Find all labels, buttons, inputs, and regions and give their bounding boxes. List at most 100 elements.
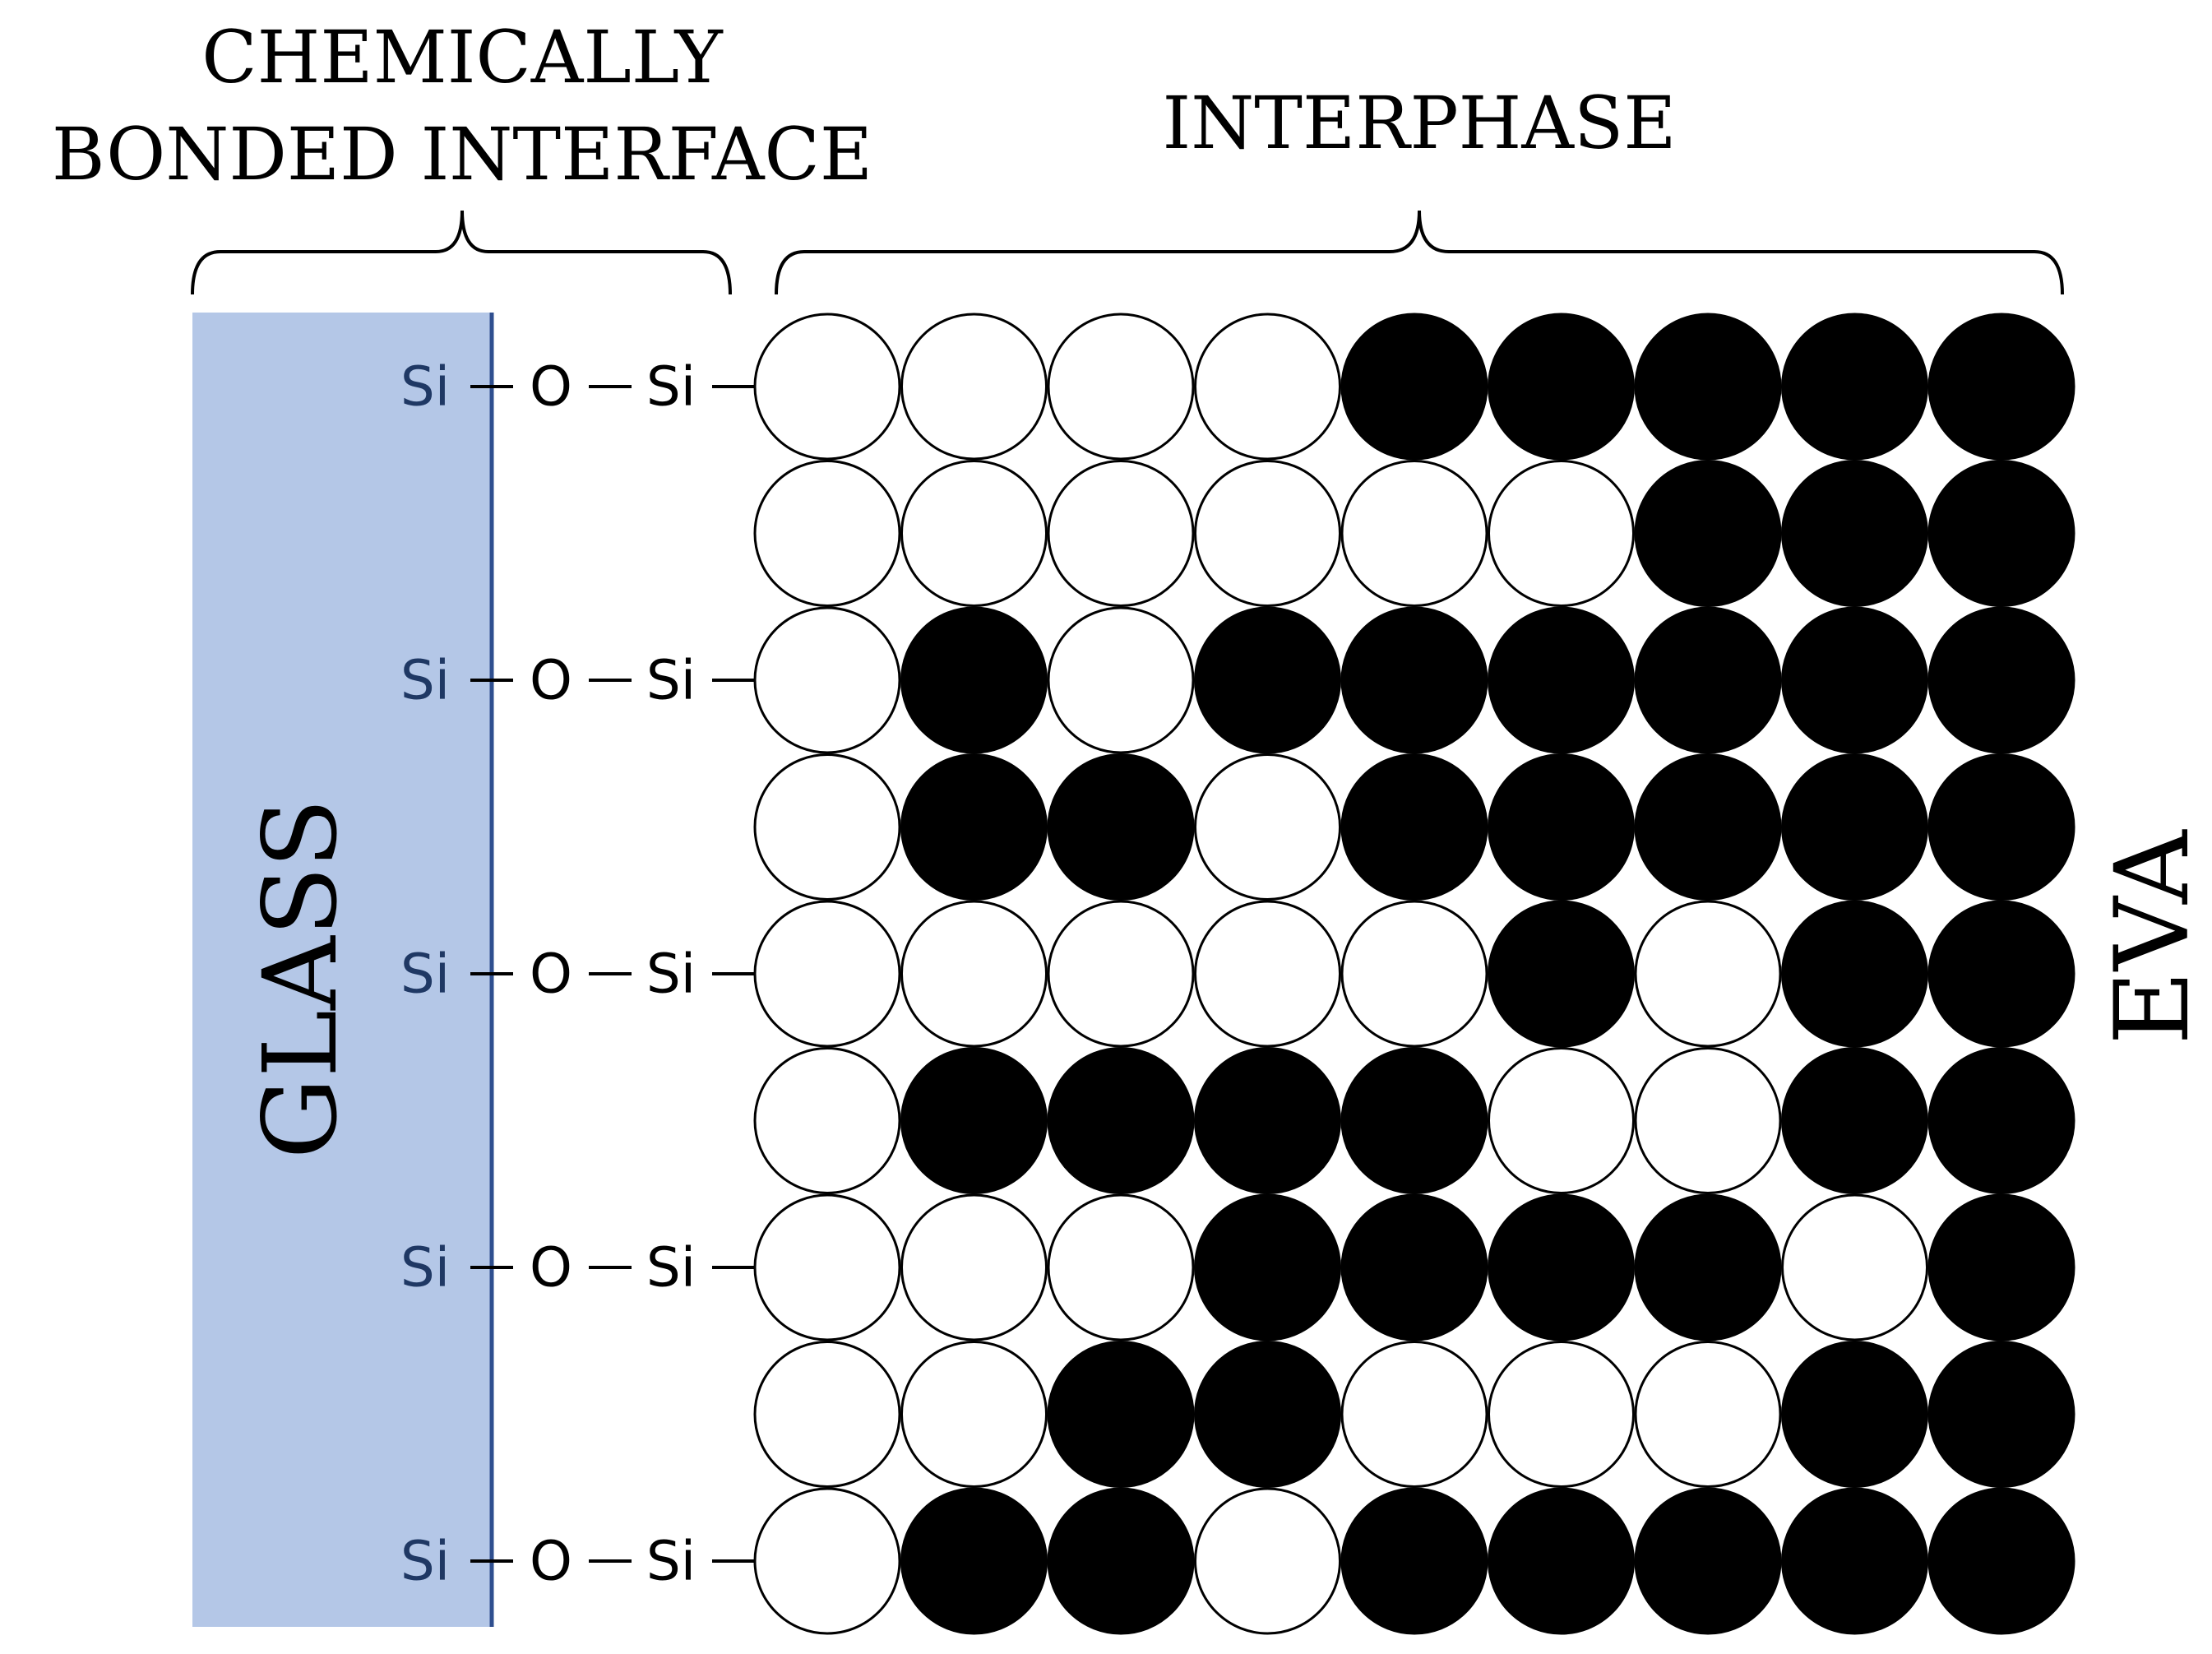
coupling-si-label: Si	[646, 1530, 696, 1593]
glass-label: GLASS	[242, 799, 360, 1160]
filled-particle	[1781, 313, 1928, 461]
empty-particle	[1194, 900, 1341, 1048]
filled-particle	[1634, 1193, 1782, 1341]
filled-particle	[1634, 460, 1782, 607]
filled-particle	[1047, 753, 1195, 901]
empty-particle	[1047, 1193, 1195, 1341]
empty-particle	[753, 460, 901, 607]
filled-particle	[1488, 606, 1635, 754]
filled-particle	[1781, 1487, 1928, 1635]
empty-particle	[1047, 606, 1195, 754]
filled-particle	[1927, 606, 2075, 754]
filled-particle	[1340, 313, 1488, 461]
glass-si-label: Si	[400, 943, 450, 1006]
empty-particle	[900, 1193, 1048, 1341]
empty-particle	[753, 313, 901, 461]
filled-particle	[1781, 1047, 1928, 1194]
glass-si-label: Si	[400, 649, 450, 712]
filled-particle	[1927, 900, 2075, 1048]
empty-particle	[1194, 753, 1341, 901]
interphase-grid	[753, 313, 2075, 1635]
empty-particle	[1194, 1487, 1341, 1635]
oxygen-label: O	[530, 1236, 572, 1300]
filled-particle	[900, 1487, 1048, 1635]
interphase-label: INTERPHASE	[1163, 81, 1677, 165]
filled-particle	[1340, 1047, 1488, 1194]
filled-particle	[1047, 1487, 1195, 1635]
oxygen-label: O	[530, 355, 572, 419]
filled-particle	[1927, 1047, 2075, 1194]
coupling-si-label: Si	[646, 355, 696, 419]
filled-particle	[900, 753, 1048, 901]
filled-particle	[1488, 1193, 1635, 1341]
filled-particle	[1634, 753, 1782, 901]
empty-particle	[753, 900, 901, 1048]
filled-particle	[1634, 1487, 1782, 1635]
filled-particle	[1927, 1487, 2075, 1635]
glass-si-label: Si	[400, 1236, 450, 1300]
filled-particle	[1927, 460, 2075, 607]
empty-particle	[1488, 460, 1635, 607]
empty-particle	[1340, 1341, 1488, 1488]
empty-particle	[1634, 1341, 1782, 1488]
empty-particle	[1047, 900, 1195, 1048]
glass-si-label: Si	[400, 355, 450, 419]
filled-particle	[1194, 1193, 1341, 1341]
filled-particle	[1194, 1047, 1341, 1194]
empty-particle	[1781, 1193, 1928, 1341]
empty-particle	[900, 313, 1048, 461]
glass-si-label: Si	[400, 1530, 450, 1593]
empty-particle	[753, 1341, 901, 1488]
coupling-si-label: Si	[646, 649, 696, 712]
empty-particle	[1488, 1047, 1635, 1194]
interface-brace	[191, 210, 732, 295]
filled-particle	[1340, 606, 1488, 754]
empty-particle	[1340, 460, 1488, 607]
glass-layer	[192, 313, 492, 1627]
oxygen-label: O	[530, 649, 572, 712]
coupling-si-label: Si	[646, 943, 696, 1006]
filled-particle	[1488, 753, 1635, 901]
filled-particle	[1488, 313, 1635, 461]
filled-particle	[1340, 1487, 1488, 1635]
empty-particle	[1047, 313, 1195, 461]
filled-particle	[1488, 900, 1635, 1048]
filled-particle	[900, 606, 1048, 754]
empty-particle	[1194, 313, 1341, 461]
filled-particle	[1927, 313, 2075, 461]
eva-label: EVA	[2094, 829, 2212, 1045]
empty-particle	[753, 606, 901, 754]
empty-particle	[900, 460, 1048, 607]
empty-particle	[1194, 460, 1341, 607]
interphase-brace	[775, 210, 2064, 295]
filled-particle	[1634, 313, 1782, 461]
filled-particle	[1781, 1341, 1928, 1488]
interface-label-line2: BONDED INTERFACE	[52, 112, 872, 197]
filled-particle	[900, 1047, 1048, 1194]
empty-particle	[1047, 460, 1195, 607]
filled-particle	[1781, 753, 1928, 901]
filled-particle	[1927, 1341, 2075, 1488]
oxygen-label: O	[530, 1530, 572, 1593]
empty-particle	[900, 1341, 1048, 1488]
oxygen-label: O	[530, 943, 572, 1006]
empty-particle	[753, 753, 901, 901]
filled-particle	[1927, 753, 2075, 901]
filled-particle	[1781, 900, 1928, 1048]
filled-particle	[1781, 606, 1928, 754]
empty-particle	[753, 1047, 901, 1194]
interface-label-line1: CHEMICALLY	[201, 15, 723, 100]
filled-particle	[1781, 460, 1928, 607]
filled-particle	[1488, 1487, 1635, 1635]
filled-particle	[1927, 1193, 2075, 1341]
empty-particle	[1340, 900, 1488, 1048]
filled-particle	[1194, 606, 1341, 754]
empty-particle	[1634, 900, 1782, 1048]
filled-particle	[1340, 1193, 1488, 1341]
filled-particle	[1047, 1047, 1195, 1194]
empty-particle	[753, 1487, 901, 1635]
empty-particle	[1488, 1341, 1635, 1488]
